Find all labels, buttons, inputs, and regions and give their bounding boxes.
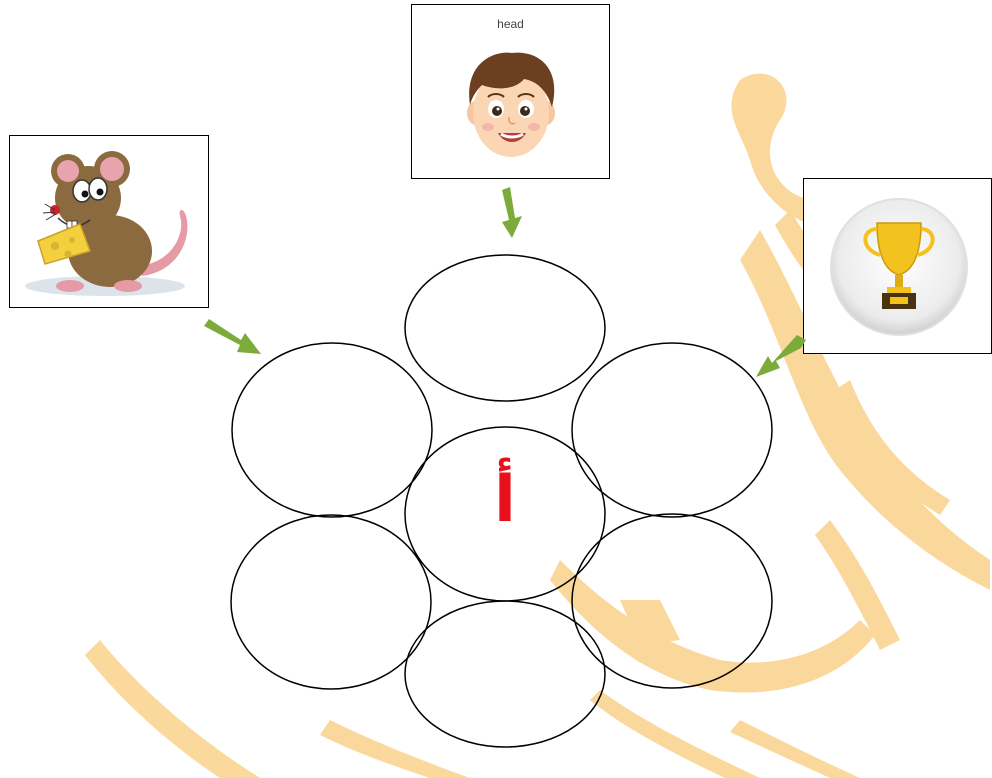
arrow-from-head xyxy=(502,187,522,238)
petal-lower-right xyxy=(572,514,772,688)
arrow-from-mouse xyxy=(204,319,261,354)
arrow-from-trophy xyxy=(756,335,806,377)
petal-upper-left xyxy=(232,343,432,517)
petal-lower-left xyxy=(231,515,431,689)
petal-top xyxy=(405,255,605,401)
center-letter: أ xyxy=(445,440,565,560)
